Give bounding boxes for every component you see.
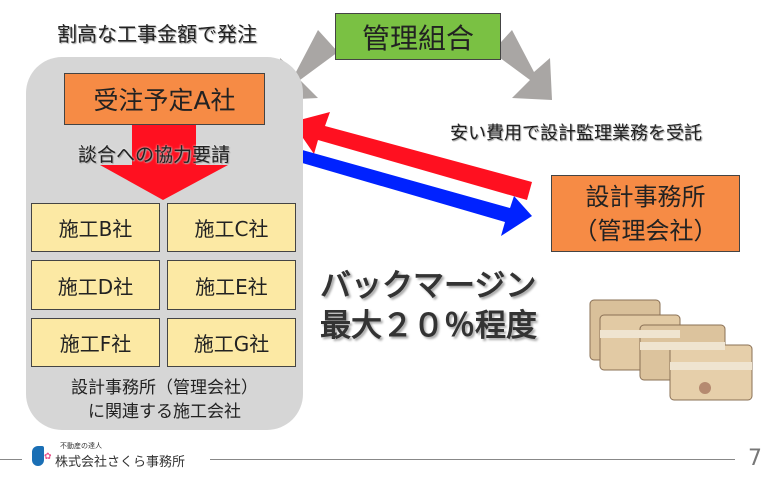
panel-caption-1: 設計事務所（管理会社） [71,378,258,398]
company-label: 施工C社 [194,217,269,241]
footer-line-left [0,459,22,460]
backmargin-text: バックマージン 最大２０％程度 [320,266,537,346]
company-box: 施工B社 [31,203,160,252]
cheap-label: 安い費用で設計監理業務を受託 [450,123,702,144]
backmargin-line1: バックマージン [320,268,537,304]
company-label: 施工G社 [193,332,270,356]
footer-line [210,459,735,460]
company-label: 施工D社 [57,274,134,299]
union-box: 管理組合 [335,13,501,60]
company-box: 施工E社 [167,260,296,310]
top-label: 割高な工事金額で発注 [57,22,257,46]
backmargin-line2: 最大２０％程度 [320,308,537,344]
contractor-a-box: 受注予定A社 [64,73,265,125]
collusion-label: 談合への協力要請 [78,144,231,166]
money-stack [589,299,753,401]
gray-arrow-right [492,30,552,100]
company-box: 施工G社 [167,318,296,367]
design-office-box: 設計事務所 （管理会社） [551,175,740,252]
logo-small-text: 不動産の達人 [60,442,102,450]
design-office-line1: 設計事務所 [585,182,706,211]
company-box: 施工C社 [167,203,296,252]
red-down-arrow [100,125,228,200]
company-label: 施工B社 [58,217,133,241]
logo-text: 株式会社さくら事務所 [55,455,186,470]
company-label: 施工E社 [195,274,268,299]
union-label: 管理組合 [361,21,474,55]
page-number: 7 [748,446,762,471]
blue-arrow [288,146,532,236]
company-label: 施工F社 [59,332,132,356]
company-box: 施工D社 [31,260,160,310]
contractor-a-label: 受注予定A社 [93,86,236,115]
design-office-line2: （管理会社） [573,216,718,245]
red-arrow [292,112,532,200]
sakura-icon: ✿ [44,452,52,462]
panel-caption-2: に関連する施工会社 [88,402,241,422]
company-box: 施工F社 [31,318,160,367]
logo-icon [32,446,44,466]
